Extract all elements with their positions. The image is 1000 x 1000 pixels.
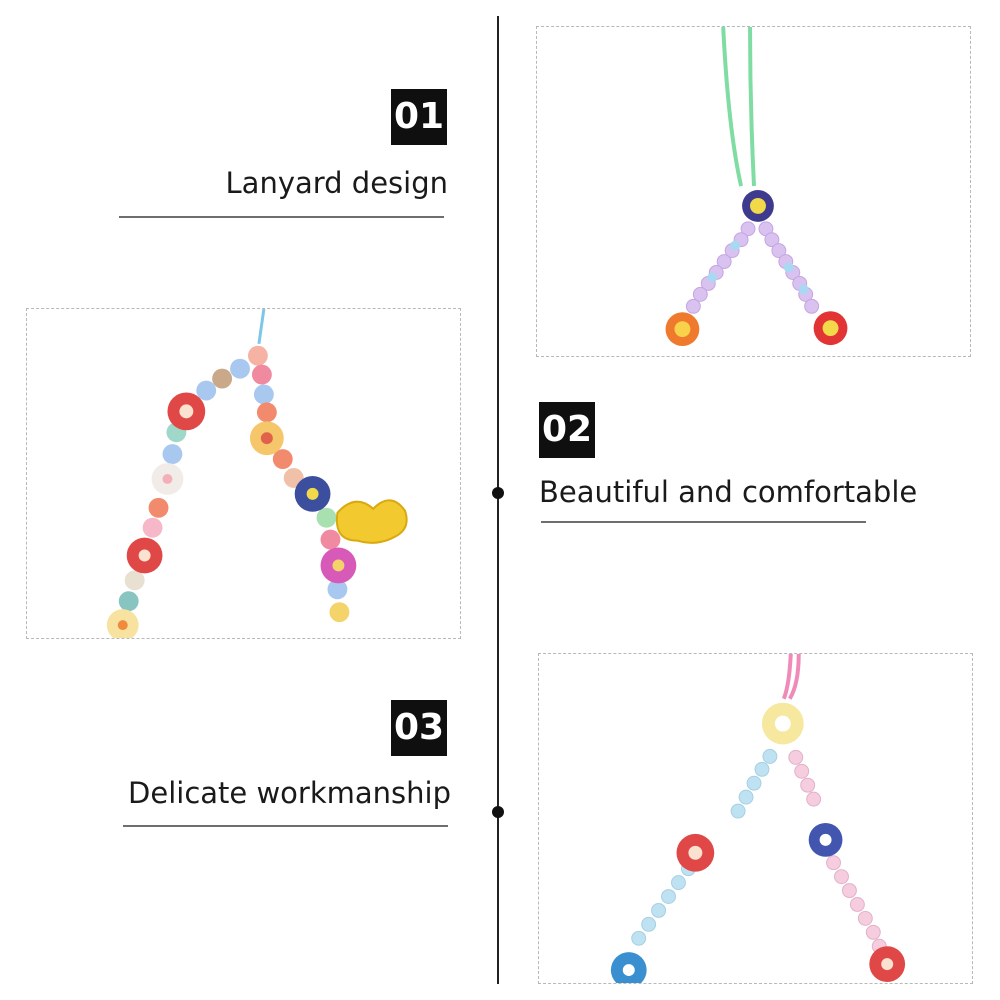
product-photo-3 bbox=[538, 653, 973, 984]
green-cord-beaded-strap-photo bbox=[665, 27, 848, 347]
pink-cord-glass-bead-strap-photo bbox=[610, 654, 906, 983]
timeline-dot-3 bbox=[492, 806, 504, 818]
feature-1-underline bbox=[119, 216, 444, 218]
product-photo-1 bbox=[536, 26, 971, 357]
product-photo-2 bbox=[26, 308, 461, 639]
feature-2-number-badge: 02 bbox=[539, 402, 595, 458]
feature-2-underline bbox=[541, 521, 866, 523]
feature-1-title: Lanyard design bbox=[225, 166, 448, 200]
feature-3-title: Delicate workmanship bbox=[128, 776, 451, 810]
feature-2-title: Beautiful and comfortable bbox=[539, 475, 918, 509]
feature-1-number-badge: 01 bbox=[391, 89, 447, 145]
timeline-axis bbox=[497, 16, 499, 984]
feature-3-underline bbox=[123, 825, 448, 827]
feature-3-number-badge: 03 bbox=[391, 700, 447, 756]
pastel-flower-beaded-strap-photo bbox=[106, 309, 408, 638]
timeline-dot-2 bbox=[492, 487, 504, 499]
